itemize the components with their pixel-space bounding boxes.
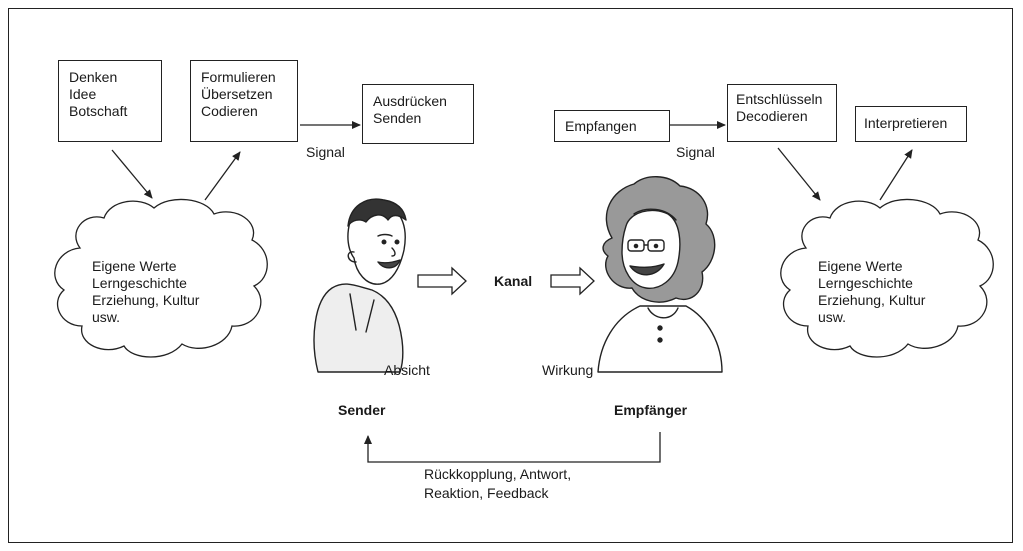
arrow-cloud-to-formulieren [204,151,241,201]
hollow-arrow-sender [417,266,467,296]
step-box-ausdruecken: Ausdrücken Senden [362,84,474,144]
cloud-left-line-2: Lerngeschichte [92,275,187,291]
step-box-denken: Denken Idee Botschaft [58,60,162,142]
cloud-left-line-1: Eigene Werte [92,258,177,274]
step-formulieren-line-3: Codieren [201,103,258,119]
cloud-left-line-4: usw. [92,309,121,325]
step-box-interpretieren: Interpretieren [855,106,967,142]
cloud-right-line-3: Erziehung, Kultur [818,292,926,308]
arrow-denken-to-cloud [111,149,153,199]
receiver-face [621,209,681,289]
step-denken-line-3: Botschaft [69,103,128,119]
cloud-right-outline [780,198,994,358]
step-entschluesseln-line-1: Entschlüsseln [736,91,823,107]
cloud-right-line-1: Eigene Werte [818,258,903,274]
sender-hair [347,198,407,227]
receiver-label: Empfänger [614,402,688,418]
diagram-frame [8,8,1013,543]
hollow-arrow-channel [550,266,595,296]
channel-label: Kanal [494,273,533,289]
feedback-text-line-2: Reaktion, Feedback [424,485,549,501]
sender-label: Sender [338,402,386,418]
cloud-left-text: Eigene Werte Lerngeschichte Erziehung, K… [92,258,199,326]
step-formulieren-line-2: Übersetzen [201,86,273,102]
signal-label-receiver: Signal [676,144,715,160]
cloud-left-outline [54,198,268,358]
arrow-cloud-to-interpretieren [879,149,913,201]
step-denken-line-2: Idee [69,86,97,102]
effect-label: Wirkung [542,362,594,378]
step-box-formulieren: Formulieren Übersetzen Codieren [190,60,298,142]
step-ausdruecken-line-2: Senden [373,110,422,126]
step-entschluesseln-line-2: Decodieren [736,108,808,124]
intent-label: Absicht [384,362,430,378]
cloud-left-line-3: Erziehung, Kultur [92,292,200,308]
step-denken-line-1: Denken [69,69,118,85]
signal-label-sender: Signal [306,144,345,160]
sender-figure [313,198,407,373]
step-formulieren-line-1: Formulieren [201,69,276,85]
arrow-entschluesseln-to-cloud [777,147,821,201]
step-empfangen-line-1: Empfangen [565,118,637,134]
step-ausdruecken-line-1: Ausdrücken [373,93,447,109]
cloud-right-line-2: Lerngeschichte [818,275,913,291]
receiver-figure [597,176,723,373]
step-interpretieren-line-1: Interpretieren [864,115,948,131]
cloud-right-line-4: usw. [818,309,847,325]
cloud-right-text: Eigene Werte Lerngeschichte Erziehung, K… [818,258,925,326]
feedback-text-line-1: Rückkopplung, Antwort, [424,466,572,482]
step-box-empfangen: Empfangen [554,110,670,142]
step-box-entschluesseln: Entschlüsseln Decodieren [727,84,837,142]
feedback-loop-line [364,432,661,463]
sender-body [313,283,404,373]
